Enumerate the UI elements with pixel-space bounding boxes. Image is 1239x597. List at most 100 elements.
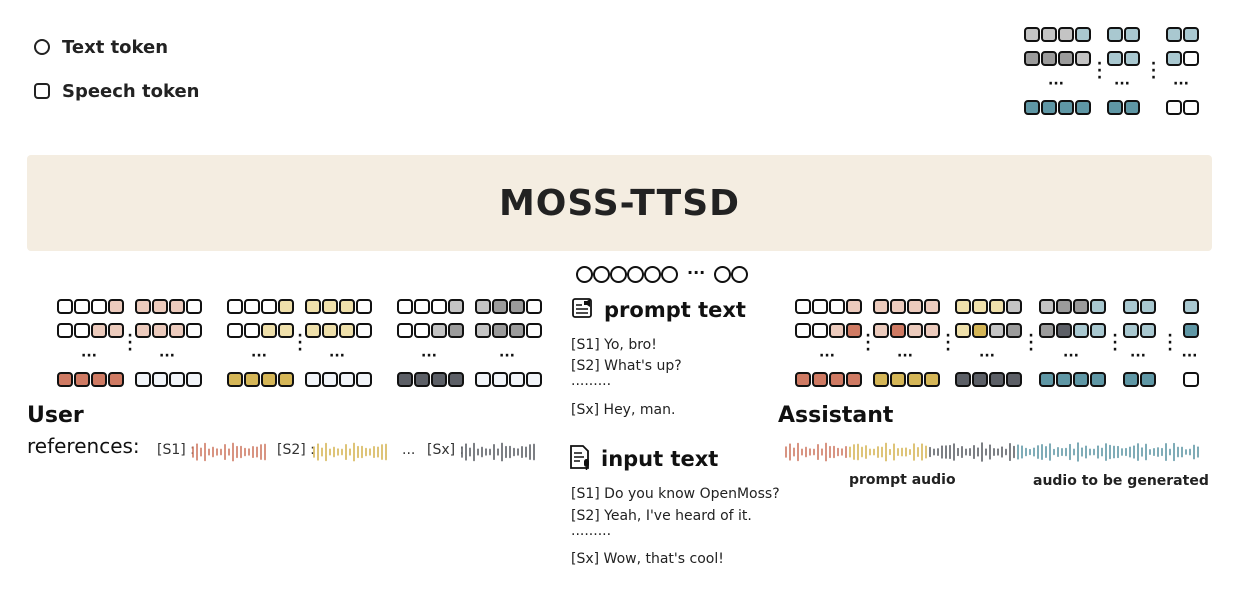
speech-token [526, 299, 542, 314]
column-separator: ··· [297, 328, 303, 358]
speech-token [397, 323, 413, 338]
row-ellipsis: ··· [1181, 348, 1198, 364]
speech-token [1073, 299, 1089, 314]
speech-token [795, 323, 811, 338]
speech-token [1140, 372, 1156, 387]
square-icon [34, 83, 50, 99]
column-separator: ··· [1112, 328, 1118, 358]
speech-token [322, 372, 338, 387]
speech-token [1024, 100, 1040, 115]
speech-token [135, 323, 151, 338]
speech-token [907, 323, 923, 338]
speech-token [152, 372, 168, 387]
speech-token [244, 299, 260, 314]
speech-token [526, 372, 542, 387]
reference-sx-waveform [461, 442, 535, 462]
text-token [610, 266, 627, 283]
column-separator: ··· [1028, 328, 1034, 358]
speech-token [1041, 100, 1057, 115]
references-label: references: [27, 434, 140, 458]
row-ellipsis: ··· [499, 348, 515, 364]
prompt-text-heading: prompt text [604, 298, 746, 322]
waveform-bars [192, 442, 266, 462]
speech-token [186, 299, 202, 314]
speech-token [356, 372, 372, 387]
speech-token [414, 299, 430, 314]
speech-token [907, 299, 923, 314]
speech-token [1107, 27, 1123, 42]
speech-token [492, 372, 508, 387]
speech-token [812, 323, 828, 338]
speech-token [227, 299, 243, 314]
speech-token [1090, 299, 1106, 314]
speech-token [907, 372, 923, 387]
speech-token [1041, 27, 1057, 42]
text-token [593, 266, 610, 283]
speech-token [244, 372, 260, 387]
speech-token [1073, 372, 1089, 387]
speech-token [1056, 372, 1072, 387]
speech-token [526, 323, 542, 338]
speech-token [955, 372, 971, 387]
speech-token [74, 372, 90, 387]
legend-speech-token-label: Speech token [62, 80, 200, 102]
speech-token [795, 299, 811, 314]
input-text-icon [570, 445, 589, 470]
speech-token [1124, 100, 1140, 115]
speech-token [91, 372, 107, 387]
reference-s2-waveform [313, 442, 387, 462]
speech-token [1006, 299, 1022, 314]
speech-token [1056, 299, 1072, 314]
speech-token [431, 299, 447, 314]
speech-token [1166, 27, 1182, 42]
input-line: ········· [571, 527, 612, 543]
row-ellipsis: ··· [1130, 348, 1146, 364]
column-separator: ··· [1150, 56, 1157, 86]
speech-token [1123, 323, 1139, 338]
waveform-bars [785, 442, 1199, 462]
input-text-heading: input text [601, 447, 719, 471]
legend-speech-token: Speech token [34, 80, 200, 102]
row-ellipsis: ··· [1048, 76, 1064, 92]
row-ellipsis: ··· [819, 348, 835, 364]
reference-s1-waveform [192, 442, 266, 462]
speech-token [989, 299, 1005, 314]
speech-token [1024, 27, 1040, 42]
speech-token [1039, 299, 1055, 314]
speech-token [829, 299, 845, 314]
speech-token [448, 323, 464, 338]
speech-token [509, 323, 525, 338]
speech-token [135, 372, 151, 387]
speech-token [1058, 100, 1074, 115]
speech-token [1024, 51, 1040, 66]
speech-token [846, 372, 862, 387]
speech-token [989, 372, 1005, 387]
speech-token [448, 372, 464, 387]
speech-token [1107, 51, 1123, 66]
speech-token [431, 323, 447, 338]
speech-token [397, 299, 413, 314]
speech-token [829, 323, 845, 338]
speech-token [812, 299, 828, 314]
speech-token [1183, 323, 1199, 338]
speech-token [1073, 323, 1089, 338]
speech-token [152, 323, 168, 338]
legend-text-token: Text token [34, 36, 200, 58]
speech-token [1124, 51, 1140, 66]
speech-token [492, 323, 508, 338]
circle-icon [34, 39, 50, 55]
speech-token [57, 299, 73, 314]
speech-token [169, 323, 185, 338]
speech-token [846, 323, 862, 338]
speech-token [1041, 51, 1057, 66]
speech-token [873, 372, 889, 387]
speech-token [278, 323, 294, 338]
speech-token [397, 372, 413, 387]
prompt-line: [S2] What's up? [571, 358, 682, 374]
user-label: User [27, 403, 84, 428]
speech-token [1056, 323, 1072, 338]
text-token [627, 266, 644, 283]
speech-token [91, 323, 107, 338]
legend: Text token Speech token [34, 36, 200, 124]
text-token [714, 266, 731, 283]
